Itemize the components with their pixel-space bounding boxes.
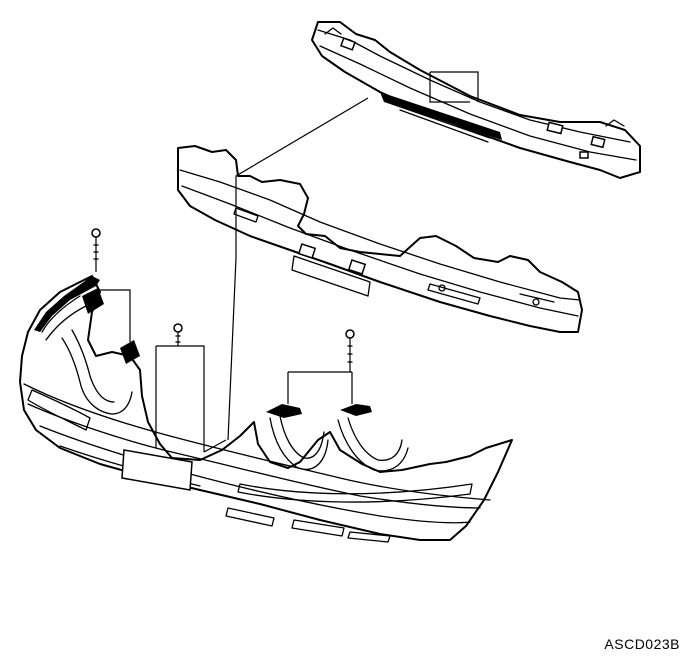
bolt-fastener-center [173,323,183,346]
leader-lines [100,71,479,453]
bumper-reinforcement [311,21,641,179]
bolt-fastener-right [345,329,355,372]
bumper-fascia [19,275,513,543]
figure-code-label: ASCD023B [604,636,680,652]
energy-absorber [177,145,583,333]
bolt-fastener-left [91,228,101,272]
